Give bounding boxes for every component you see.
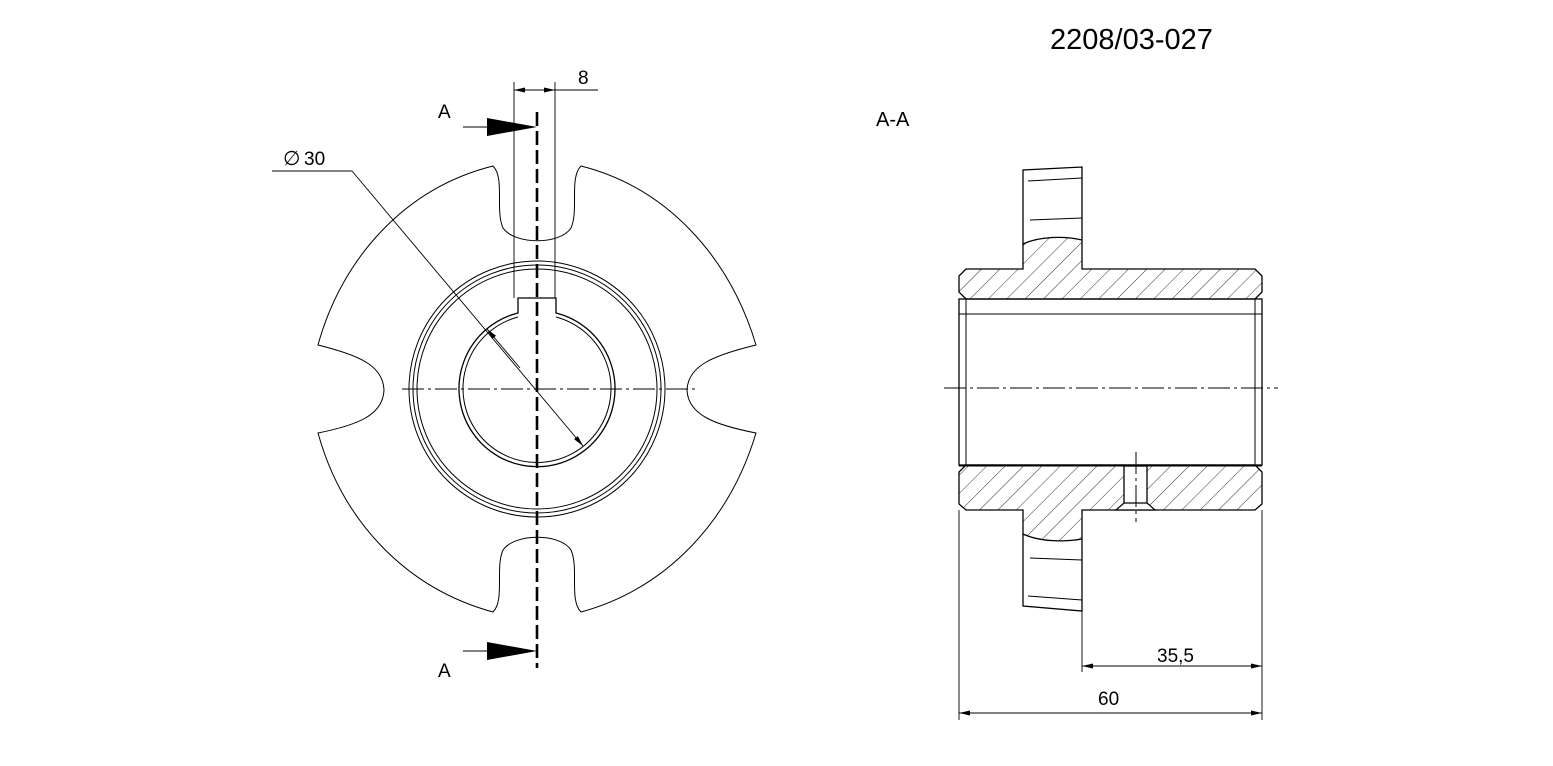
section-arrow-top bbox=[463, 118, 537, 136]
upper-wall-hatched bbox=[958, 236, 1263, 300]
flange-outline bbox=[317, 165, 757, 613]
lower-teeth bbox=[1022, 534, 1083, 612]
front-view: A A 8 ∅ 30 bbox=[272, 68, 757, 682]
section-view: 35,5 60 bbox=[944, 166, 1278, 720]
section-label: A-A bbox=[876, 109, 910, 131]
bore-with-keyway bbox=[458, 297, 616, 468]
bore-diameter-dimension bbox=[272, 170, 584, 447]
lower-wall-hatched bbox=[958, 464, 1263, 542]
cut-label-top: A bbox=[438, 102, 451, 123]
section-arrow-bottom bbox=[463, 642, 537, 660]
total-length-value: 60 bbox=[1098, 689, 1119, 710]
keyway-width-value: 8 bbox=[578, 68, 589, 89]
diameter-symbol: ∅ bbox=[283, 148, 300, 170]
bore-diameter-value: 30 bbox=[304, 149, 325, 170]
keyway-width-dimension bbox=[513, 82, 598, 298]
partial-length-value: 35,5 bbox=[1157, 646, 1194, 667]
upper-teeth bbox=[1022, 166, 1083, 244]
cut-label-bottom: A bbox=[438, 661, 451, 682]
drawing-number: 2208/03-027 bbox=[1050, 24, 1213, 56]
section-bore bbox=[958, 298, 1263, 466]
